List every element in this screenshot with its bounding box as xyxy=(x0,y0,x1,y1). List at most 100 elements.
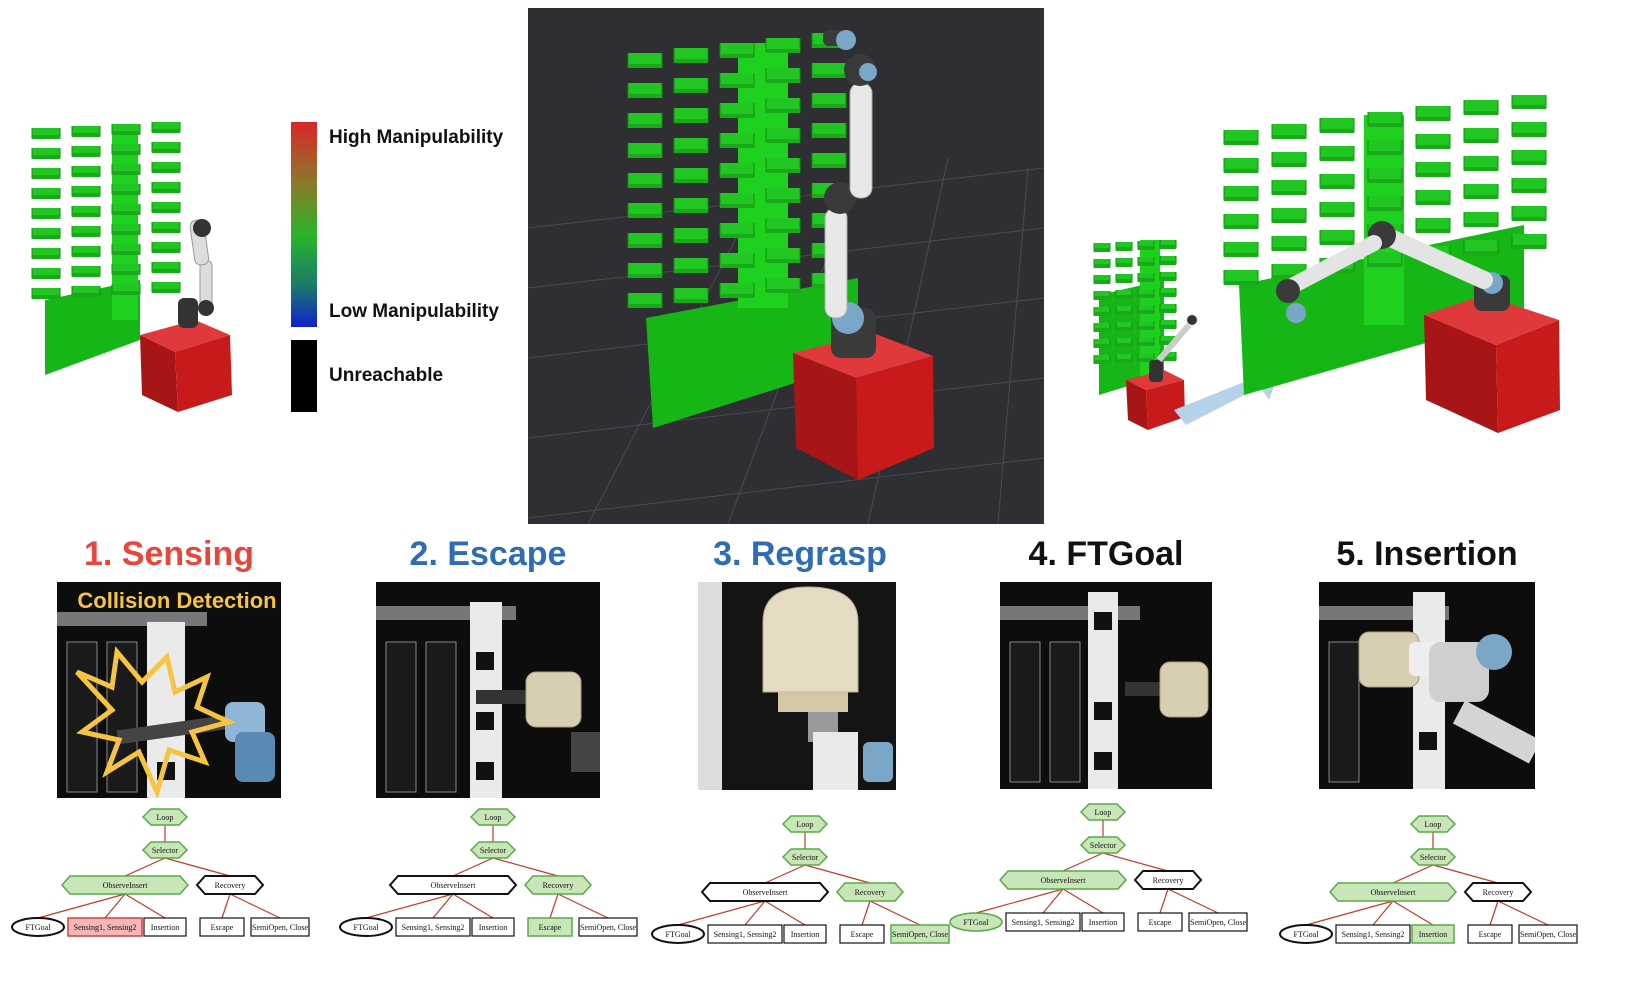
tree-node-semiopen: SemiOpen, Close xyxy=(250,917,310,937)
tree-edge xyxy=(764,864,806,884)
tree-label-selector: Selector xyxy=(480,846,507,855)
tree-node-selector: Selector xyxy=(1409,848,1457,866)
tree-edge xyxy=(124,857,166,877)
tree-edge xyxy=(677,900,766,926)
tree-node-observe: ObserveInsert xyxy=(1328,882,1458,902)
tree-node-recovery: Recovery xyxy=(1463,882,1533,902)
photo-sensing: Collision Detection xyxy=(57,582,281,798)
tree-node-selector: Selector xyxy=(141,841,189,859)
tree-node-recovery: Recovery xyxy=(195,875,265,895)
tree-node-observe: ObserveInsert xyxy=(998,870,1128,890)
legend-unreachable-label: Unreachable xyxy=(329,365,443,386)
tree-node-semiopen: SemiOpen, Close xyxy=(578,917,638,937)
tree-edge xyxy=(37,893,126,919)
tree-label-semiopen: SemiOpen, Close xyxy=(892,930,948,939)
tree-node-insertion: Insertion xyxy=(783,924,827,944)
tree-node-observe: ObserveInsert xyxy=(700,882,830,902)
tree-edge xyxy=(1372,900,1394,926)
tree-node-insertion: Insertion xyxy=(143,917,187,937)
tree-node-observe: ObserveInsert xyxy=(388,875,518,895)
tree-label-escape: Escape xyxy=(211,923,234,932)
collision-detection-label: Collision Detection xyxy=(77,588,276,613)
tree-node-ftgoal: FTGoal xyxy=(651,924,705,944)
tree-node-ftgoal: FTGoal xyxy=(11,917,65,937)
tree-node-sensing: Sensing1, Sensing2 xyxy=(67,917,143,937)
tree-edge xyxy=(164,857,231,877)
tree-edge xyxy=(1305,900,1394,926)
tree-edge xyxy=(764,900,806,926)
tree-label-selector: Selector xyxy=(792,853,819,862)
step-title-insertion: 5. Insertion xyxy=(1336,535,1518,573)
tree-node-escape: Escape xyxy=(527,917,573,937)
tree-node-insertion: Insertion xyxy=(471,917,515,937)
tree-node-recovery: Recovery xyxy=(835,882,905,902)
tree-label-insertion: Insertion xyxy=(791,930,819,939)
photo-escape xyxy=(376,582,600,798)
tree-edge xyxy=(869,900,921,926)
tree-node-loop: Loop xyxy=(469,808,517,826)
tree-edge xyxy=(744,900,766,926)
tree-node-selector: Selector xyxy=(469,841,517,859)
tree-node-escape: Escape xyxy=(199,917,245,937)
tree-edge xyxy=(365,893,454,919)
photo-ftgoal xyxy=(1000,582,1212,789)
tree-node-ftgoal: FTGoal xyxy=(949,912,1003,932)
tree-label-observe: ObserveInsert xyxy=(103,881,149,890)
tree-edge xyxy=(1432,864,1499,884)
tree-label-recovery: Recovery xyxy=(855,888,886,897)
tree-edge xyxy=(1102,852,1169,872)
tree-node-ftgoal: FTGoal xyxy=(339,917,393,937)
collision-burst-icon xyxy=(75,646,237,798)
tree-label-observe: ObserveInsert xyxy=(743,888,789,897)
tree-label-insertion: Insertion xyxy=(479,923,507,932)
photo-regrasp xyxy=(698,582,896,790)
photo-insertion xyxy=(1319,582,1535,789)
tree-edge xyxy=(1042,888,1064,914)
tree-node-escape: Escape xyxy=(839,924,885,944)
tree-label-recovery: Recovery xyxy=(1153,876,1184,885)
tree-node-observe: ObserveInsert xyxy=(60,875,190,895)
tree-edge xyxy=(104,893,126,919)
tree-edge xyxy=(1062,852,1104,872)
tree-label-semiopen: SemiOpen, Close xyxy=(580,923,636,932)
tree-node-sensing: Sensing1, Sensing2 xyxy=(1335,924,1411,944)
tree-node-semiopen: SemiOpen, Close xyxy=(1188,912,1248,932)
tree-label-observe: ObserveInsert xyxy=(1371,888,1417,897)
tree-label-recovery: Recovery xyxy=(215,881,246,890)
tree-edge xyxy=(1497,900,1549,926)
tree-edge xyxy=(1062,888,1104,914)
tree-node-loop: Loop xyxy=(1079,803,1127,821)
tree-node-insertion: Insertion xyxy=(1081,912,1125,932)
tree-node-sensing: Sensing1, Sensing2 xyxy=(1005,912,1081,932)
tree-edge xyxy=(1392,864,1434,884)
tree-node-recovery: Recovery xyxy=(523,875,593,895)
tree-label-recovery: Recovery xyxy=(1483,888,1514,897)
tree-label-escape: Escape xyxy=(539,923,562,932)
tree-node-loop: Loop xyxy=(141,808,189,826)
tree-node-selector: Selector xyxy=(1079,836,1127,854)
tree-edge xyxy=(229,893,281,919)
tree-node-sensing: Sensing1, Sensing2 xyxy=(707,924,783,944)
tree-label-loop: Loop xyxy=(485,813,502,822)
tree-node-semiopen: SemiOpen, Close xyxy=(1518,924,1578,944)
tree-label-loop: Loop xyxy=(797,820,814,829)
tree-node-loop: Loop xyxy=(1409,815,1457,833)
tree-edge xyxy=(861,900,871,926)
tree-label-insertion: Insertion xyxy=(1089,918,1117,927)
unreachable-swatch xyxy=(291,340,317,412)
tree-label-semiopen: SemiOpen, Close xyxy=(1520,930,1576,939)
tree-node-sensing: Sensing1, Sensing2 xyxy=(395,917,471,937)
step-title-regrasp: 3. Regrasp xyxy=(713,535,887,573)
step-title-ftgoal: 4. FTGoal xyxy=(1028,535,1184,573)
tree-edge xyxy=(804,864,871,884)
step-title-sensing: 1. Sensing xyxy=(83,535,255,573)
tree-label-selector: Selector xyxy=(1420,853,1447,862)
tree-edge xyxy=(452,893,494,919)
step-title-escape: 2. Escape xyxy=(409,535,567,573)
left-reachability-scene xyxy=(0,120,260,420)
tree-node-escape: Escape xyxy=(1137,912,1183,932)
legend-low-label: Low Manipulability xyxy=(329,301,499,322)
